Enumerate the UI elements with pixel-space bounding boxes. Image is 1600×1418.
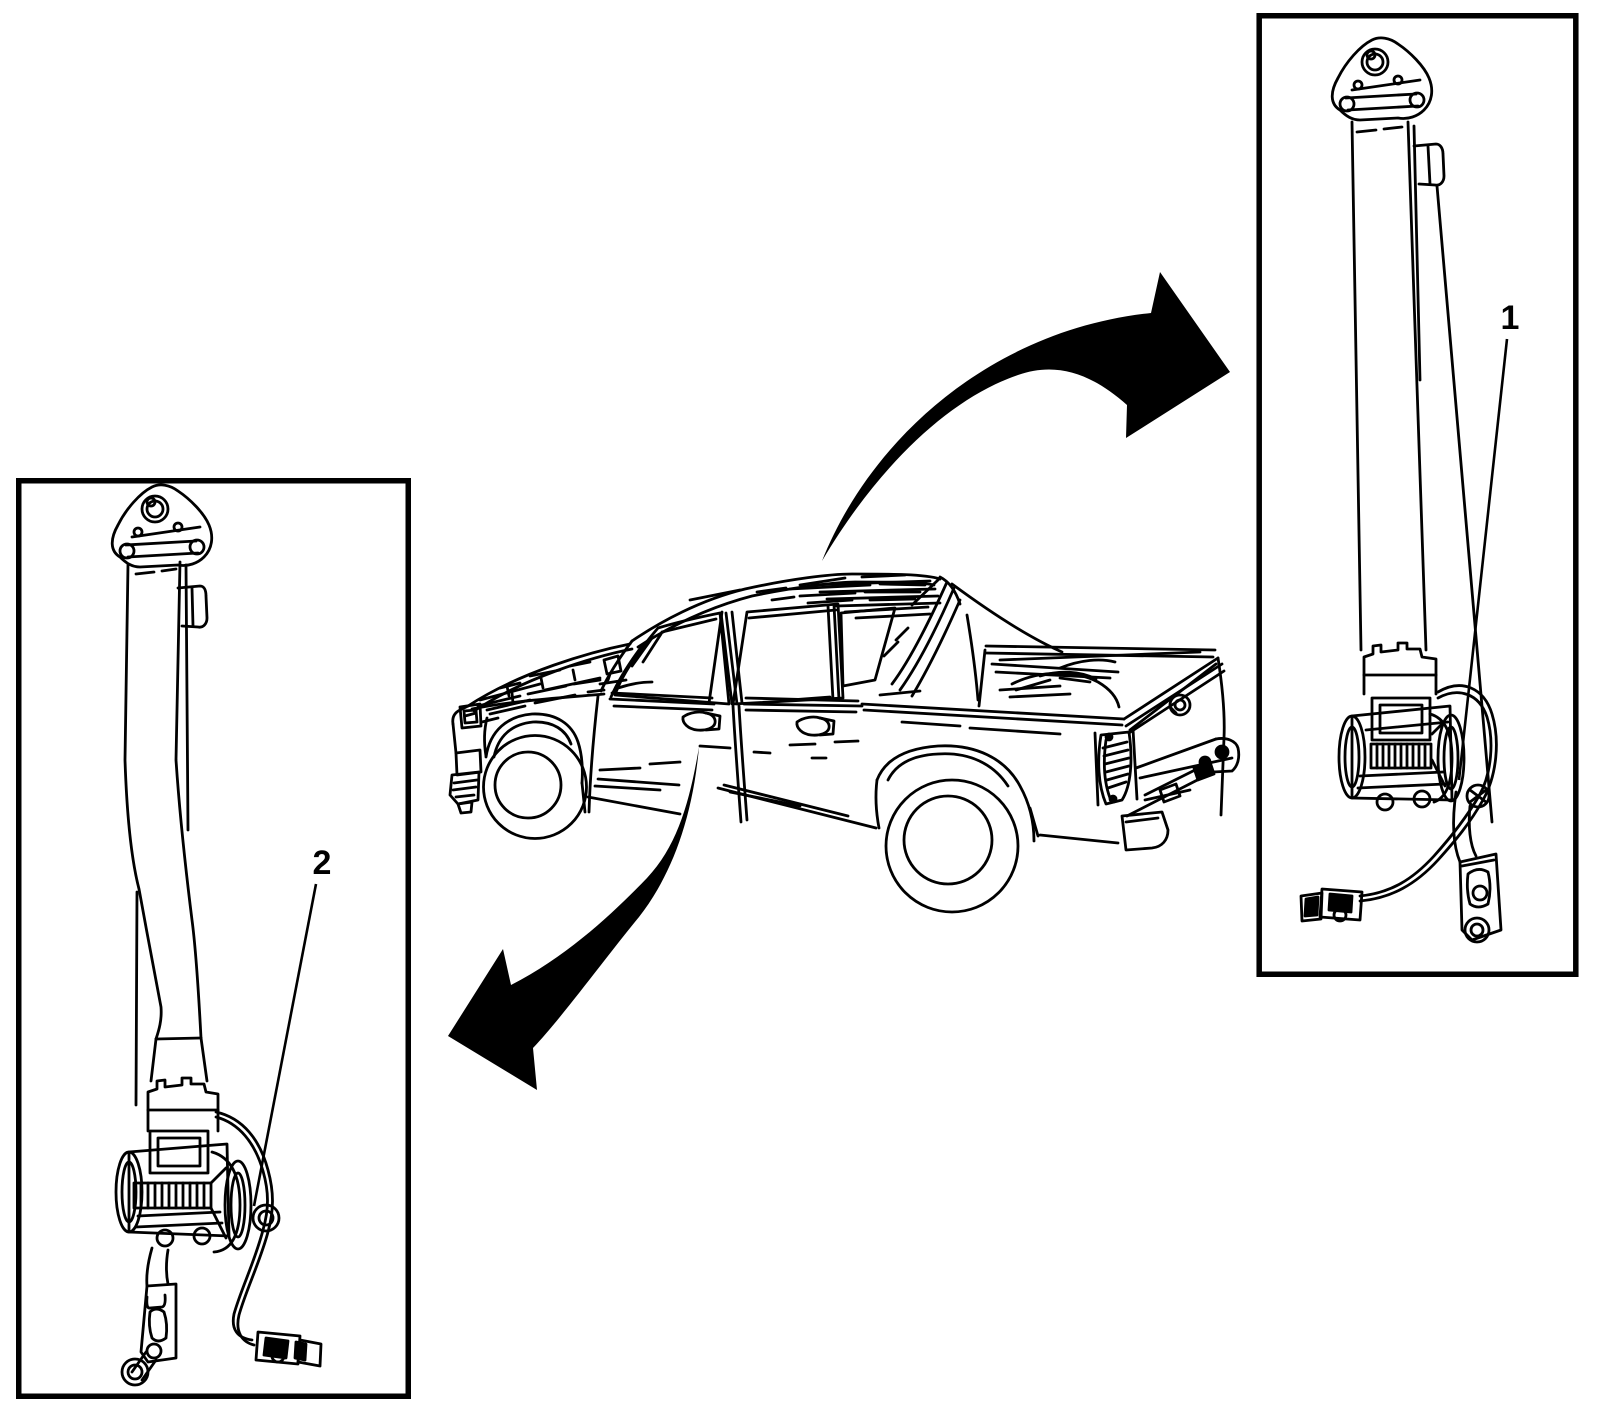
svg-text:1: 1 xyxy=(1501,299,1520,337)
svg-text:2: 2 xyxy=(313,844,332,882)
